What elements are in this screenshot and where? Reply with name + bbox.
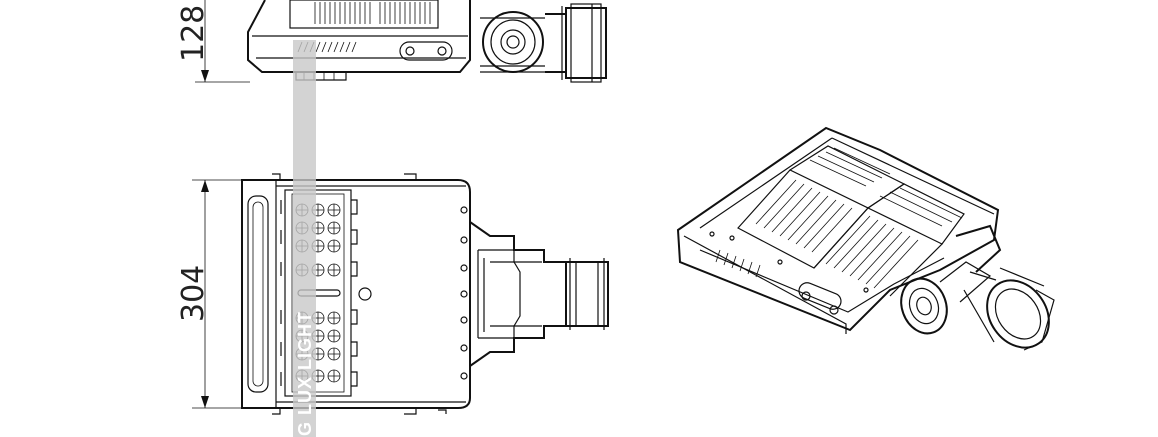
watermark-text: G LUX LIGHT <box>295 311 315 436</box>
mount-holes <box>460 206 468 380</box>
height-dimension: 128 <box>176 0 250 83</box>
side-view: 128 <box>176 0 607 83</box>
side-knuckle <box>480 11 545 73</box>
side-vents <box>297 2 431 53</box>
isometric-view <box>676 126 1055 351</box>
height-dimension-label: 128 <box>176 5 211 62</box>
width-dimension-label: 304 <box>176 265 211 322</box>
iso-clamp <box>955 224 1055 351</box>
watermark: G LUX LIGHT <box>293 40 316 437</box>
iso-vents <box>715 147 963 289</box>
width-dimension: 304 <box>176 179 242 409</box>
top-view: 304 <box>176 173 609 415</box>
